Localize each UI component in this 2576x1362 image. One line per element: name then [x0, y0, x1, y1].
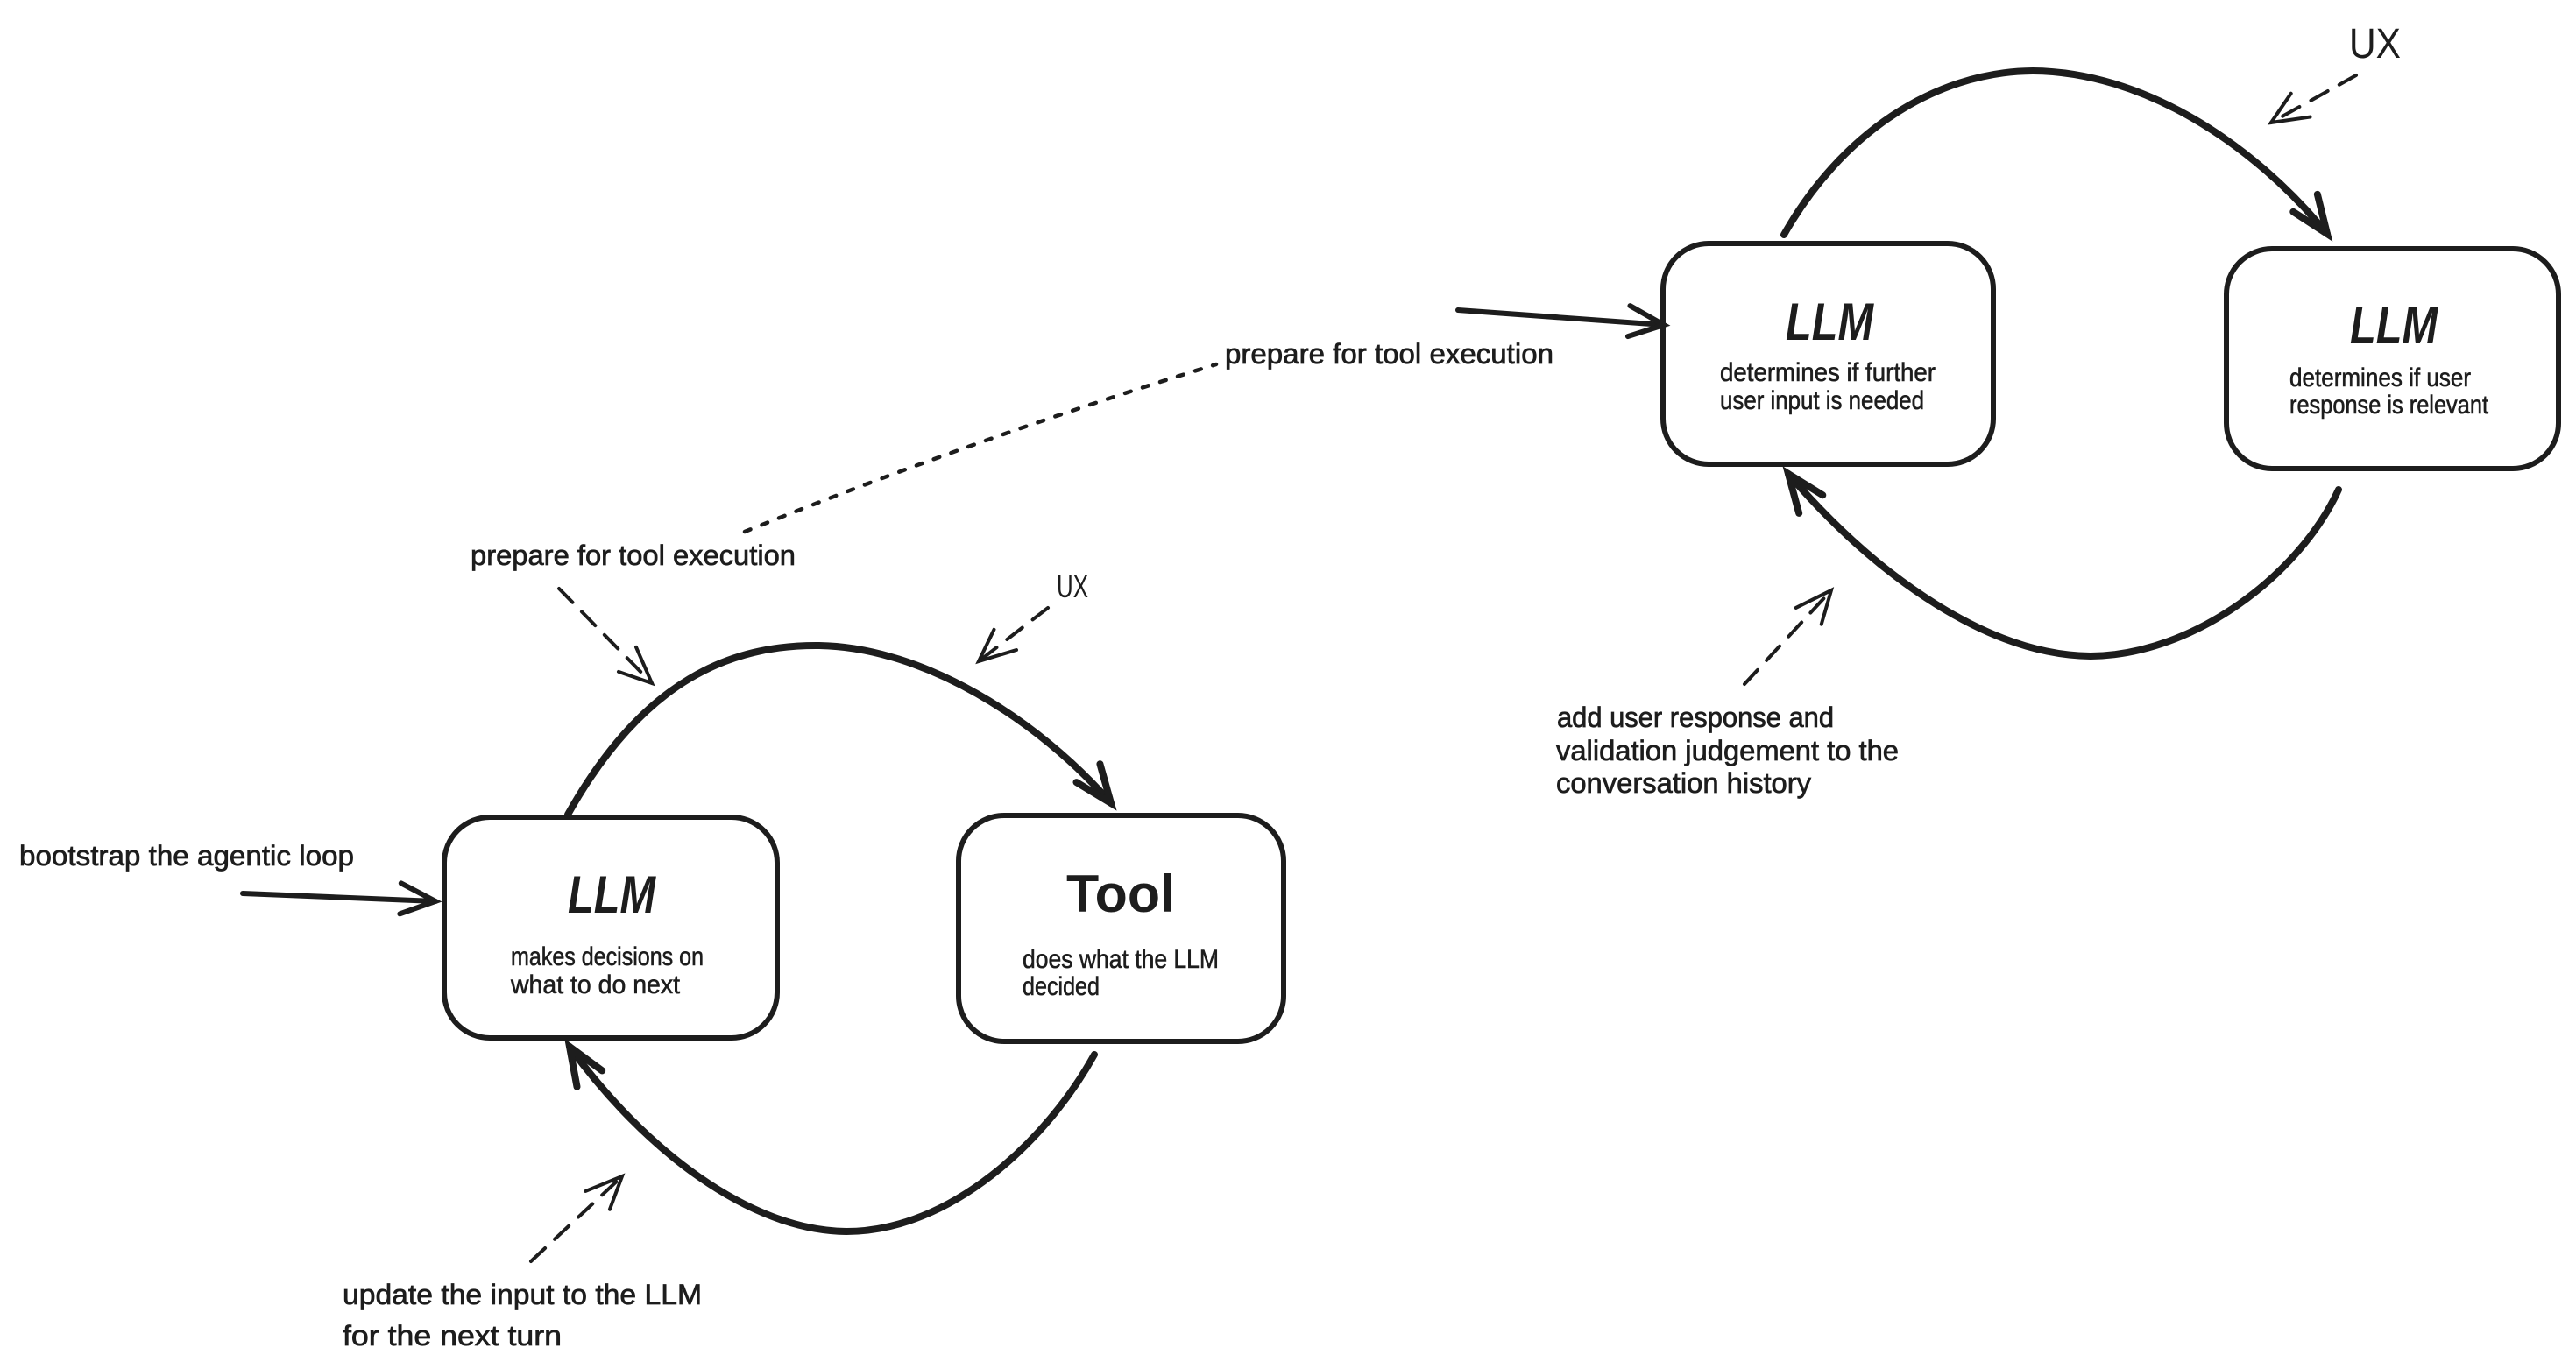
svg-text:prepare for tool execution: prepare for tool execution: [471, 540, 796, 571]
svg-text:prepare for tool execution: prepare for tool execution: [1225, 338, 1553, 370]
svg-text:LLM: LLM: [1786, 293, 1875, 351]
svg-text:determines if user: determines if user: [2289, 363, 2471, 392]
svg-text:does what the LLM: does what the LLM: [1023, 945, 1219, 974]
svg-text:LLM: LLM: [568, 865, 657, 924]
svg-text:Tool: Tool: [1066, 864, 1175, 923]
svg-text:response is relevant: response is relevant: [2289, 391, 2489, 420]
svg-text:validation judgement to the: validation judgement to the: [1556, 735, 1899, 766]
svg-text:UX: UX: [1057, 568, 1088, 604]
svg-text:determines if further: determines if further: [1720, 358, 1936, 387]
svg-text:add user response and: add user response and: [1557, 702, 1834, 733]
svg-text:for the next turn: for the next turn: [343, 1320, 562, 1351]
svg-text:what to do next: what to do next: [510, 970, 681, 999]
svg-text:decided: decided: [1023, 972, 1100, 1001]
svg-text:update the input to the LLM: update the input to the LLM: [343, 1279, 702, 1310]
svg-text:conversation history: conversation history: [1556, 767, 1811, 799]
svg-text:user input is needed: user input is needed: [1720, 386, 1924, 415]
svg-text:UX: UX: [2349, 21, 2401, 67]
svg-text:LLM: LLM: [2350, 296, 2439, 355]
svg-text:bootstrap the agentic loop: bootstrap the agentic loop: [19, 840, 354, 872]
svg-text:makes decisions on: makes decisions on: [511, 942, 704, 971]
